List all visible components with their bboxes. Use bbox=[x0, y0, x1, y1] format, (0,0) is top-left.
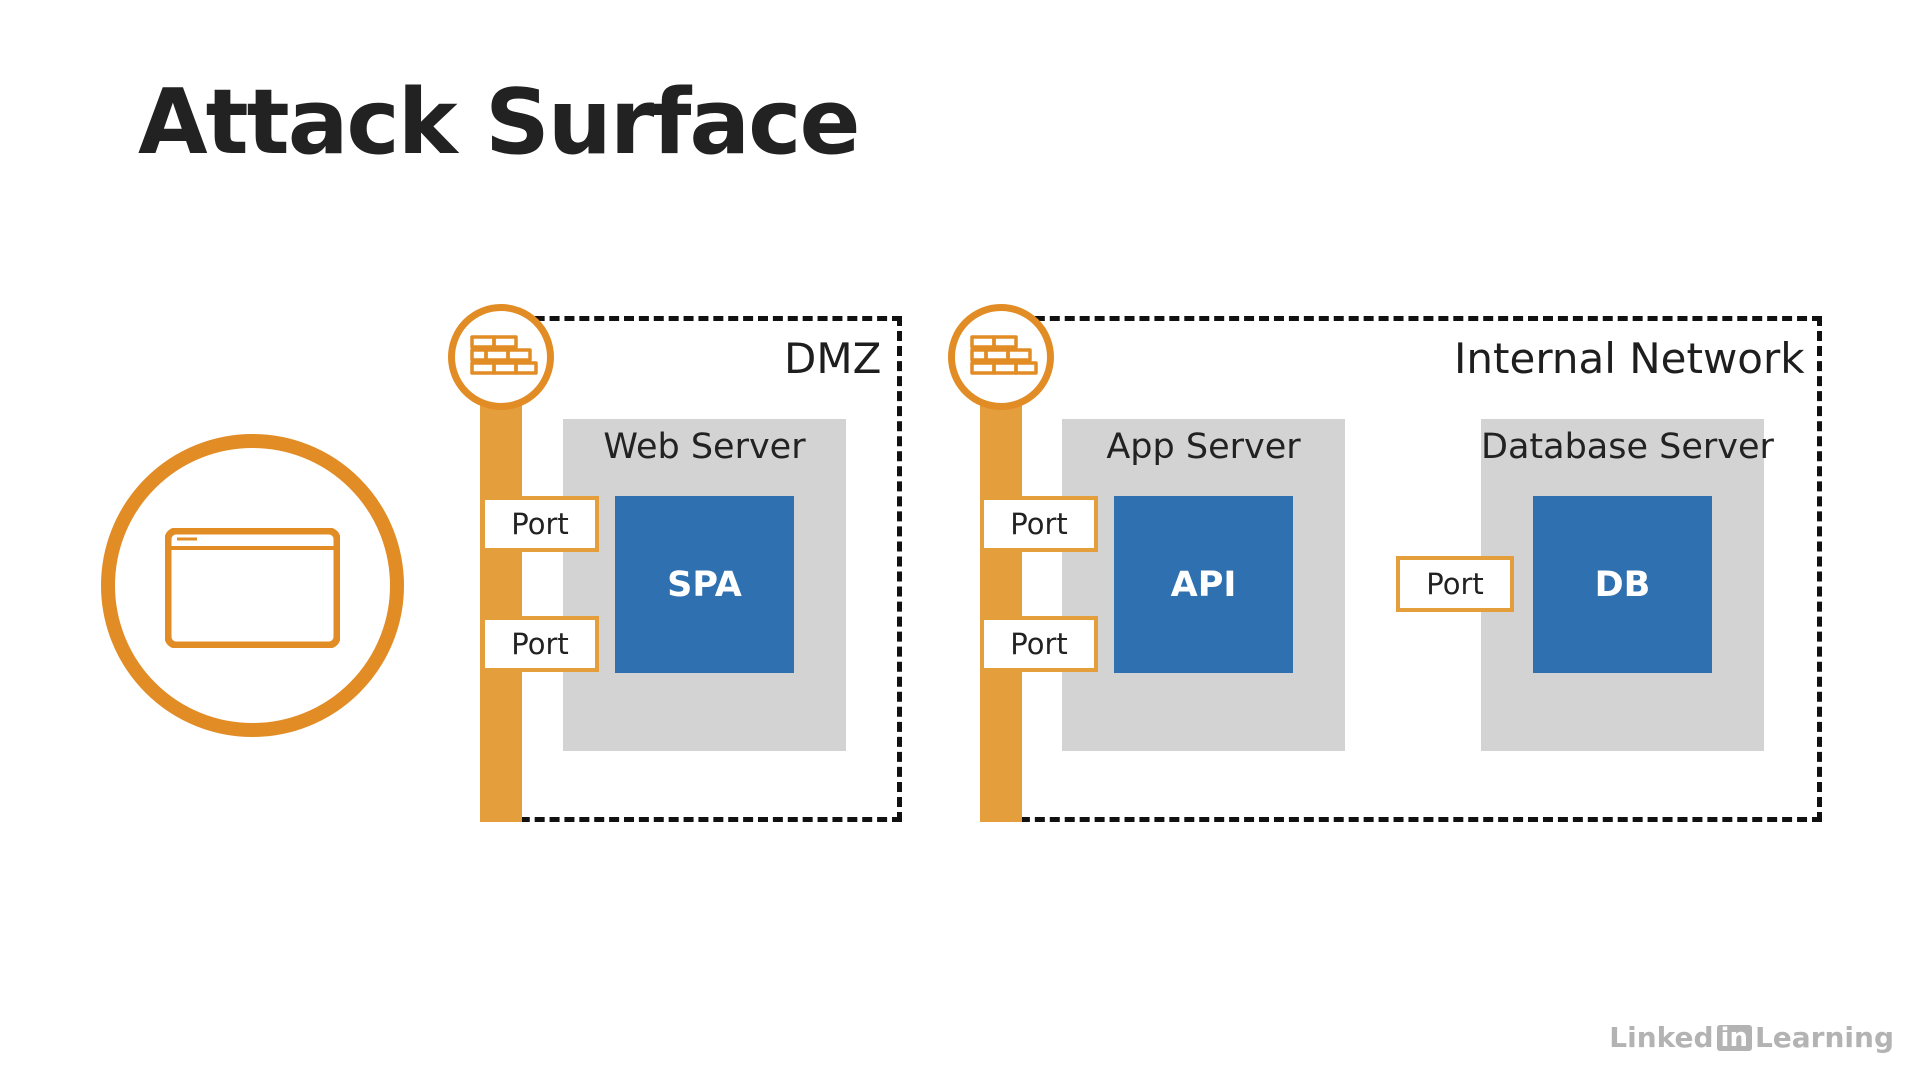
dmz-firewall-post bbox=[480, 380, 522, 822]
api-box: API bbox=[1114, 496, 1293, 673]
app-server-label: App Server bbox=[1106, 427, 1301, 467]
linkedin-learning-watermark: Linked in Learning bbox=[1609, 1024, 1894, 1052]
dmz-firewall-badge bbox=[448, 304, 554, 410]
internal-firewall-post bbox=[980, 380, 1022, 822]
internal-firewall-badge bbox=[948, 304, 1054, 410]
browser-window-icon bbox=[165, 528, 340, 648]
linkedin-logo-icon: in bbox=[1716, 1025, 1752, 1051]
web-server-label: Web Server bbox=[603, 427, 806, 467]
db-box: DB bbox=[1533, 496, 1712, 673]
slide-title: Attack Surface bbox=[138, 70, 861, 175]
firewall-icon bbox=[970, 335, 1038, 375]
watermark-learning: Learning bbox=[1754, 1021, 1894, 1054]
web-port-2: Port bbox=[481, 616, 599, 672]
client-browser-circle bbox=[101, 434, 404, 737]
app-port-2: Port bbox=[980, 616, 1098, 672]
db-port: Port bbox=[1396, 556, 1514, 612]
watermark-linked: Linked bbox=[1609, 1021, 1714, 1054]
internal-network-label: Internal Network bbox=[1454, 334, 1805, 383]
firewall-icon bbox=[470, 335, 538, 375]
web-port-1: Port bbox=[481, 496, 599, 552]
dmz-label: DMZ bbox=[784, 334, 882, 383]
app-port-1: Port bbox=[980, 496, 1098, 552]
spa-box: SPA bbox=[615, 496, 794, 673]
database-server-label: Database Server bbox=[1481, 427, 1774, 467]
